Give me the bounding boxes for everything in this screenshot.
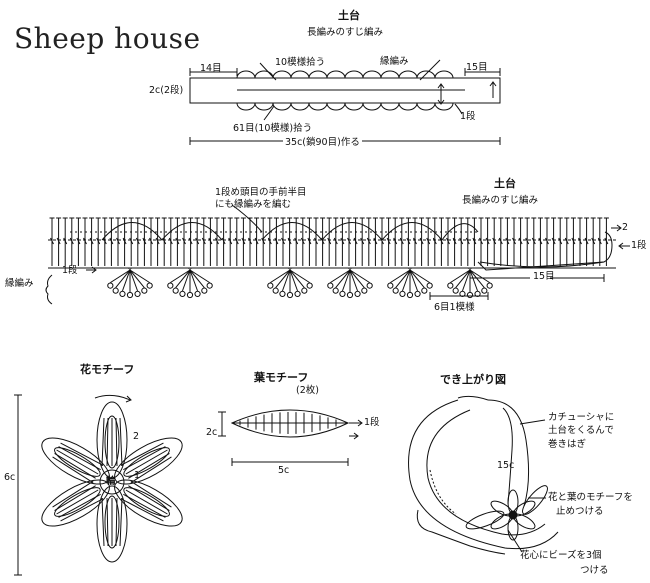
mid-heading: 土台 (494, 177, 516, 190)
mid-count-label: 15目 (533, 271, 555, 282)
edging-fans: × × × × × × (107, 266, 493, 299)
top-edging-label: 縁編み (380, 56, 409, 67)
top-right-count: 15目 (466, 62, 488, 73)
mid-edging-label: 縁編み (5, 278, 34, 289)
top-pickup-label: 10模様拾う (275, 57, 326, 68)
finished-note1-line3: 巻きはぎ (548, 439, 587, 450)
svg-text:×: × (287, 266, 293, 274)
top-length-label: 35c(鎖90目)作る (283, 137, 362, 148)
mid-edging-row: 1段 (62, 265, 78, 276)
flower-title: 花モチーフ (80, 363, 135, 376)
finished-note1-line1: カチューシャに (548, 412, 615, 423)
page-title: Sheep house (14, 22, 201, 55)
leaf-width-label: 5c (278, 465, 290, 476)
finished-note1-line2: 土台をくるんで (548, 425, 614, 436)
svg-text:×: × (347, 266, 353, 274)
flower-row2-label: 2 (133, 431, 140, 442)
finished-size-label: 15c (497, 460, 515, 471)
svg-text:×: × (407, 266, 413, 274)
top-bottom-pickup: 61目(10模様)拾う (233, 123, 313, 134)
leaf-motif-diagram (218, 409, 363, 466)
top-row-label: 1段 (460, 111, 476, 122)
leaf-row-label: 1段 (364, 417, 380, 428)
lower-scallops (236, 102, 454, 111)
finished-note2-line1: 花と葉のモチーフを (548, 492, 633, 503)
leaf-title: 葉モチーフ (254, 371, 309, 384)
finished-note3-line1: 花心にビーズを3個 (520, 550, 602, 561)
leaf-height-label: 2c (206, 427, 218, 438)
finished-headband-diagram (408, 395, 559, 555)
top-height-label: 2c(2段) (149, 85, 184, 96)
leaf-qty-label: (2枚) (296, 385, 319, 396)
svg-text:×: × (467, 266, 473, 274)
svg-text:×: × (127, 266, 133, 274)
flower-row1-label: 1 (134, 470, 141, 481)
double-crochet-stitches (49, 217, 609, 266)
finished-title: でき上がり図 (440, 373, 506, 386)
mid-row1-label: 1段 (631, 240, 647, 251)
finished-note3-line2: つける (580, 565, 609, 576)
mid-note-line1: 1段め頭目の手前半目 (215, 187, 307, 198)
stitch-chart: × × × × × × (45, 204, 630, 305)
svg-text:×: × (187, 266, 193, 274)
top-subheading: 長編みのすじ編み (307, 27, 384, 38)
mid-subheading: 長編みのすじ編み (462, 195, 539, 206)
mid-repeat-label: 6目1模様 (434, 302, 475, 313)
mid-note-line2: にも縁編みを編む (215, 199, 292, 210)
edging-arches (101, 222, 479, 241)
flower-center-label: 輪 (106, 476, 116, 487)
mid-row2-label: 2 (622, 222, 629, 233)
flower-size-label: 6c (4, 472, 16, 483)
top-band-diagram (189, 59, 501, 145)
top-left-count: 14目 (200, 63, 222, 74)
finished-note2-line2: 止めつける (556, 506, 604, 517)
top-heading: 土台 (338, 9, 360, 22)
upper-scallops (236, 70, 454, 79)
flower-motif-diagram (14, 394, 183, 576)
